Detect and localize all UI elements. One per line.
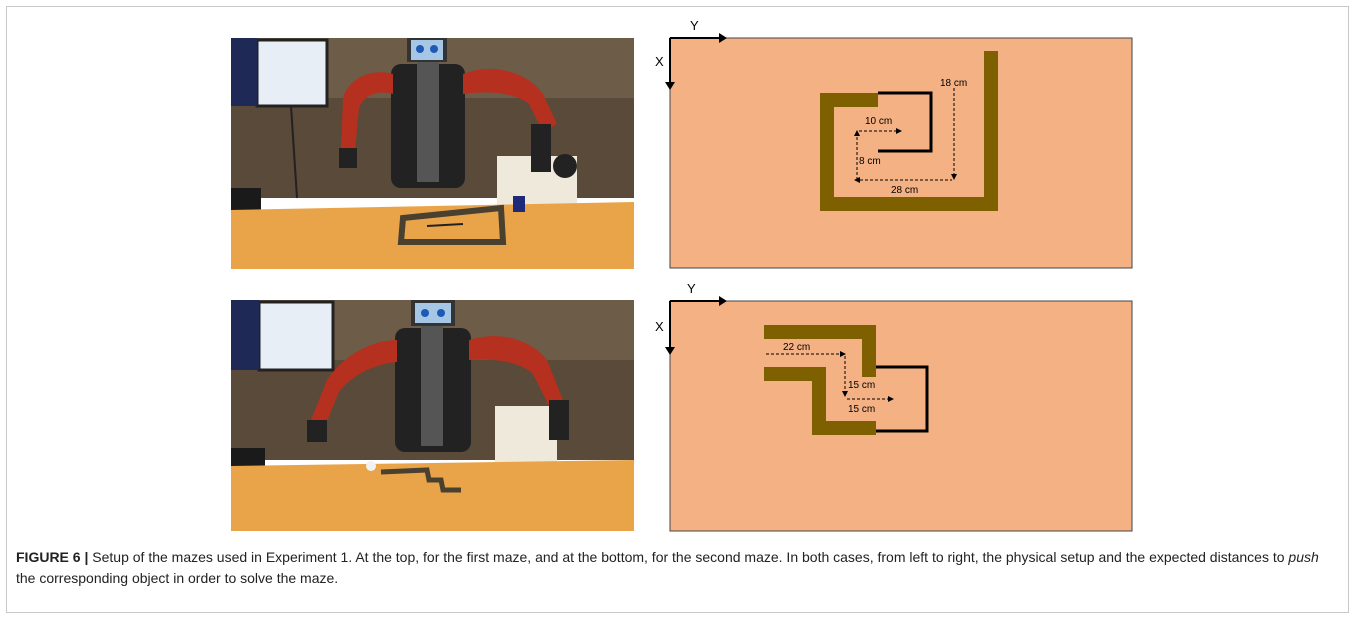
dimension-label: 15 cm [848, 404, 875, 415]
y-axis-arrow-icon [719, 33, 727, 43]
dimension-label: 15 cm [848, 380, 875, 391]
y-axis-arrow-icon [719, 296, 727, 306]
maze-wall [812, 367, 826, 435]
x-axis-arrow-icon [665, 347, 675, 355]
dimension-label: 28 cm [891, 185, 918, 196]
maze-wall [820, 93, 878, 107]
maze-wall [820, 93, 834, 211]
dimension-label: 10 cm [865, 116, 892, 127]
photo-maze-2-setup [231, 300, 634, 531]
dimension-label: 22 cm [783, 342, 810, 353]
maze-wall [764, 367, 826, 381]
figure-label: FIGURE 6 [16, 549, 81, 565]
maze-wall [764, 325, 876, 339]
maze-board [669, 300, 1133, 532]
x-axis-arrow-icon [665, 82, 675, 90]
photo-maze-1-setup [231, 38, 634, 269]
axis-label-y: Y [690, 18, 699, 33]
maze-wall [862, 325, 876, 377]
dimension-label: 18 cm [940, 78, 967, 89]
maze-goal-line [878, 91, 933, 153]
dimension-label: 8 cm [859, 156, 881, 167]
caption-text-end: the corresponding object in order to sol… [16, 570, 339, 586]
caption-text: Setup of the mazes used in Experiment 1.… [92, 549, 1289, 565]
axis-label-y: Y [687, 281, 696, 296]
maze-2-diagram: Y X 22 cm 15 cm 15 cm [655, 281, 1133, 532]
maze-board [669, 37, 1133, 269]
figure-caption: FIGURE 6 | Setup of the mazes used in Ex… [16, 549, 1319, 586]
maze-1-diagram: Y X 18 cm 10 cm 8 cm 28 cm [655, 18, 1133, 269]
maze-wall [984, 51, 998, 211]
figure-frame [6, 6, 1349, 613]
caption-emphasis: push [1288, 549, 1319, 565]
maze-wall [812, 421, 876, 435]
maze-wall [820, 197, 998, 211]
axis-label-x: X [655, 319, 664, 334]
axis-label-x: X [655, 54, 664, 69]
maze-goal-line [876, 365, 929, 433]
